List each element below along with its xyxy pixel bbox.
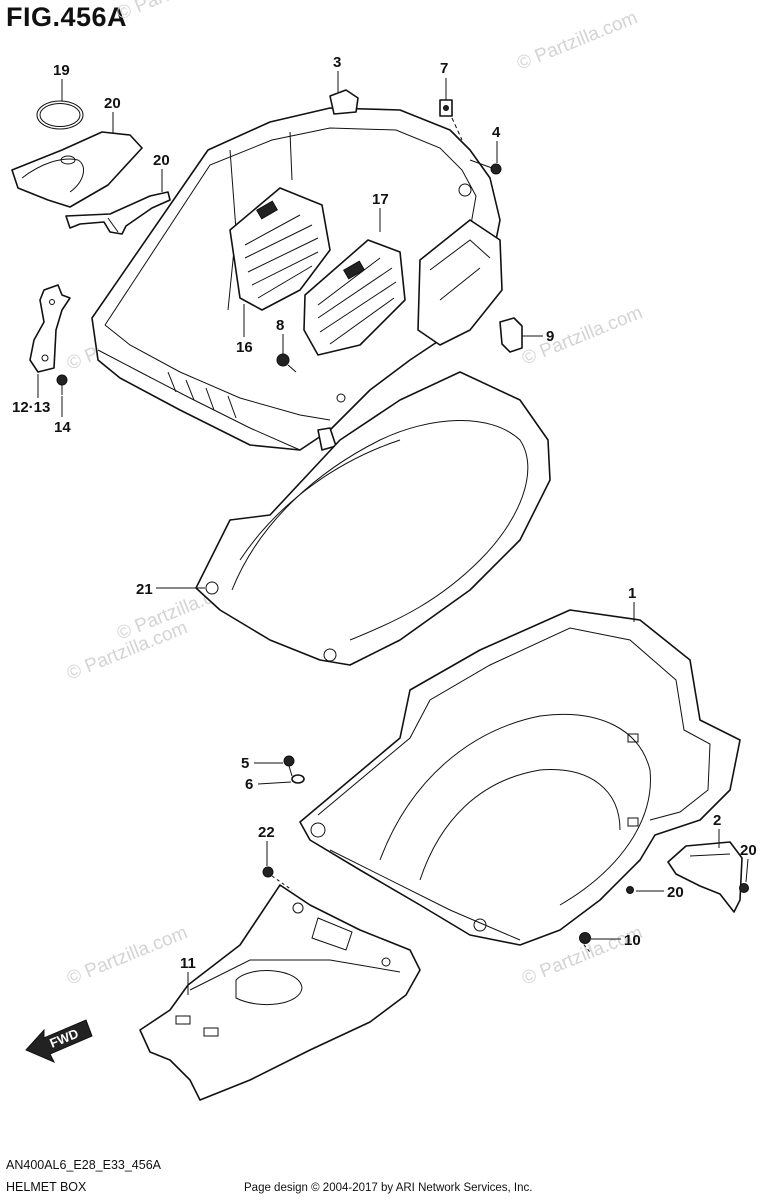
callout-17: 19 [53, 62, 70, 79]
callout-19: 20 [153, 152, 170, 169]
callout-16: 17 [372, 191, 389, 208]
callout-9: 9 [546, 328, 554, 345]
callout-4: 4 [492, 124, 501, 141]
callout-12-13: 12·13 [12, 399, 50, 416]
callout-21: 21 [136, 581, 153, 598]
callout-20-right: 20 [740, 842, 757, 859]
part-20-screw-left [626, 886, 634, 894]
callout-7: 7 [440, 60, 448, 77]
callout-22: 22 [258, 824, 275, 841]
part-12-13-bracket [29, 284, 71, 373]
figure-title: FIG.456A [6, 2, 128, 32]
section-name: HELMET BOX [6, 1180, 87, 1194]
part-18-cover [11, 131, 143, 208]
part-20-screw-right [739, 883, 749, 893]
part-2-side-cover [667, 841, 743, 913]
callout-6: 6 [245, 776, 253, 793]
callouts: 19 20 20 3 7 4 17 8 9 16 12·13 14 21 1 5… [12, 54, 757, 995]
part-17-o-ring [36, 100, 84, 130]
fwd-arrow-icon: FWD [25, 1019, 93, 1063]
callout-3: 3 [333, 54, 341, 71]
part-4-bolt [469, 159, 502, 175]
callout-5: 5 [241, 755, 249, 772]
callout-18: 20 [104, 95, 121, 112]
watermark: © Partzilla.com [64, 922, 191, 989]
part-10-nut [579, 932, 591, 953]
part-9-clip [499, 317, 523, 353]
callout-2: 2 [713, 812, 721, 829]
callout-8: 8 [276, 317, 284, 334]
callout-15: 16 [236, 339, 253, 356]
part-5-bolt [283, 755, 295, 777]
part-21-liner [195, 371, 551, 666]
copyright-notice: Page design © 2004-2017 by ARI Network S… [244, 1182, 533, 1194]
part-19-lever [65, 191, 171, 235]
watermark: © Partzilla.com [114, 0, 241, 25]
part-8-screw [276, 353, 297, 373]
part-22-screw [262, 866, 293, 891]
callout-1: 1 [628, 585, 636, 602]
part-14-screw [56, 374, 68, 395]
callout-11: 11 [180, 955, 196, 972]
watermark: © Partzilla.com [514, 7, 641, 74]
upper-helmet-box [91, 89, 503, 451]
model-code: AN400AL6_E28_E33_456A [6, 1158, 161, 1172]
part-11-under-panel [139, 884, 421, 1101]
part-1-lower-box [299, 609, 741, 946]
callout-20-left: 20 [667, 884, 684, 901]
part-6-washer [291, 774, 305, 784]
callout-10: 10 [624, 932, 641, 949]
callout-14: 14 [54, 419, 71, 436]
